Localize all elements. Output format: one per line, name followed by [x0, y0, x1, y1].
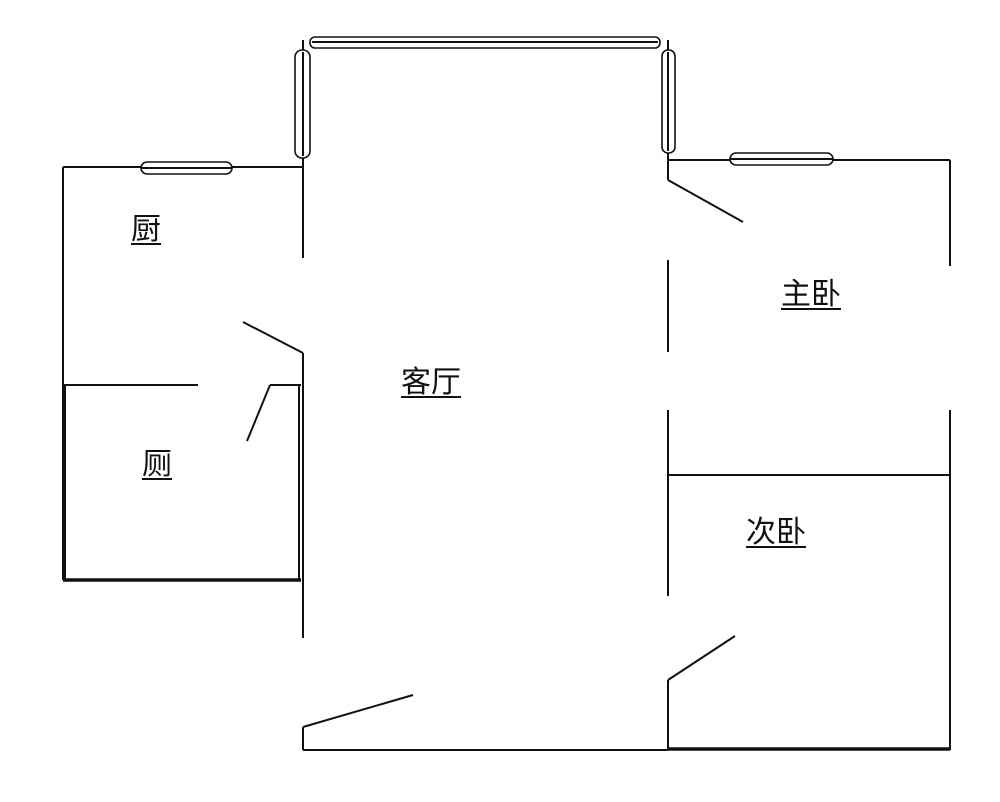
living-room-walls	[302, 40, 669, 751]
entrance-door	[302, 694, 414, 728]
second-bedroom-door	[667, 635, 736, 681]
second-bedroom-walls	[667, 680, 950, 751]
room-label-toilet: 厕	[142, 447, 172, 482]
kitchen-door	[242, 321, 304, 354]
master-bedroom-door	[667, 179, 744, 223]
toilet-door	[246, 384, 271, 442]
room-label-second-bedroom: 次卧	[746, 515, 806, 550]
room-label-master-bedroom: 主卧	[781, 277, 841, 312]
room-label-kitchen: 厨	[131, 212, 161, 247]
toilet-walls	[63, 384, 301, 582]
master-bedroom-walls	[667, 159, 951, 750]
kitchen-walls	[62, 166, 303, 580]
room-label-living-room: 客厅	[401, 365, 461, 400]
